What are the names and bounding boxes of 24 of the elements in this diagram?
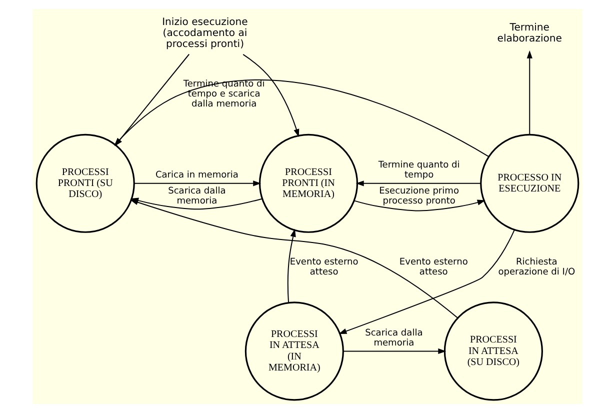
- arrow: [242, 54, 300, 137]
- arrow: [287, 228, 296, 302]
- edge-label: Scarica dalla memoria: [168, 186, 226, 206]
- node-circle: PROCESSI PRONTI (IN MEMORIA): [258, 133, 358, 232]
- arrow: [134, 180, 262, 186]
- edge-label: Carica in memoria: [155, 170, 238, 180]
- edge-label: Scarica dalla memoria: [365, 328, 423, 348]
- arrow: [338, 229, 515, 334]
- edge-label: Esecuzione primo processo pronto: [379, 186, 459, 206]
- arrow: [130, 199, 458, 318]
- arrow: [354, 199, 486, 211]
- node-circle: PROCESSI IN ATTESA (IN MEMORIA): [244, 301, 344, 400]
- node-circle: PROCESSO IN ESECUZIONE: [480, 133, 580, 232]
- node-text: Termine elaborazione: [497, 22, 562, 44]
- arrow: [343, 348, 446, 354]
- edge-label: Termine quanto di tempo: [378, 160, 460, 180]
- edge-label: Evento esterno atteso: [290, 256, 358, 278]
- arrow: [526, 50, 532, 134]
- node-circle: PROCESSI PRONTI (SU DISCO): [36, 133, 135, 232]
- edge-label: Evento esterno atteso: [399, 256, 468, 278]
- node-text: Inizio esecuzione (accodamento ai processi pronti): [162, 16, 248, 50]
- edge-label: Richiesta operazione di I/O: [498, 256, 576, 278]
- arrow: [356, 180, 481, 186]
- node-circle: PROCESSI IN ATTESA (SU DISCO): [444, 301, 543, 400]
